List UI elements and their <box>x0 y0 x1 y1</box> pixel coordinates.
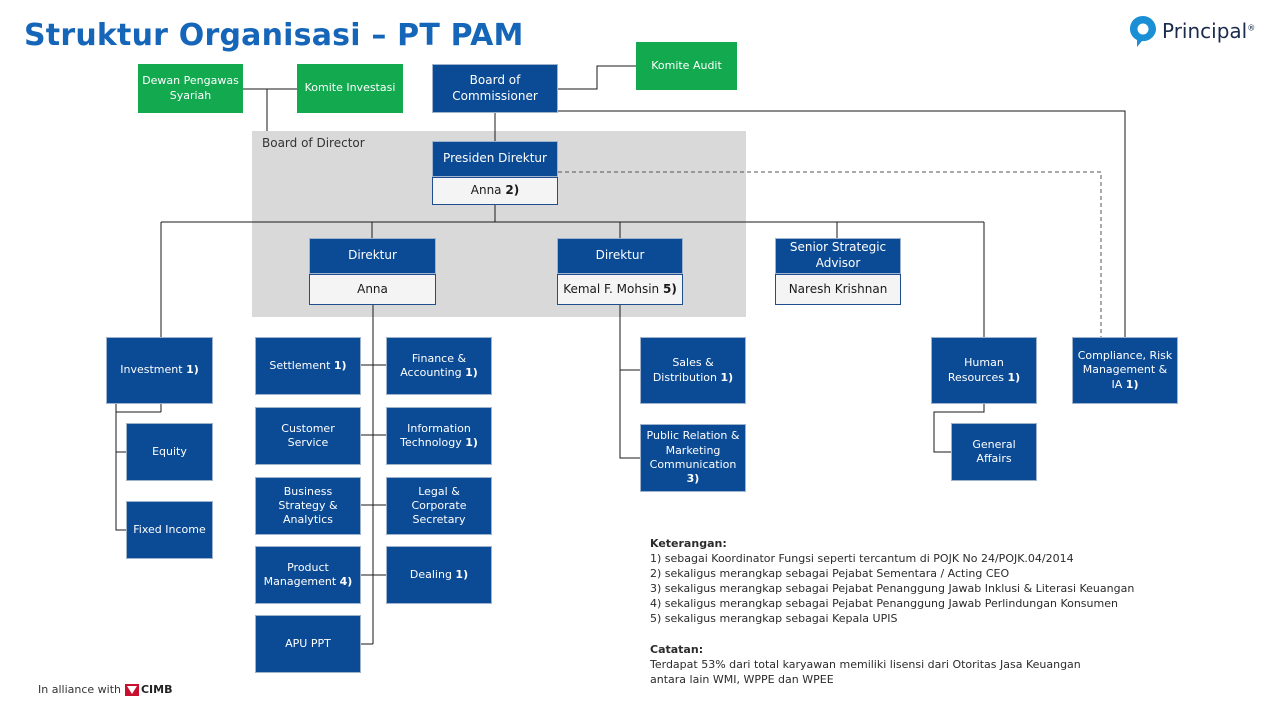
keterangan-item: 3) sekaligus merangkap sebagai Pejabat P… <box>650 582 1135 595</box>
catatan-section: Catatan: Terdapat 53% dari total karyawa… <box>650 642 1081 687</box>
direktur-2-title: Direktur <box>557 238 683 274</box>
legal-corporate-secretary-box: Legal & Corporate Secretary <box>386 477 492 535</box>
keterangan-item: 2) sekaligus merangkap sebagai Pejabat S… <box>650 567 1010 580</box>
finance-accounting-label: Finance & Accounting <box>400 351 467 379</box>
dealing-note: 1) <box>455 567 469 581</box>
public-relation-box: Public Relation & Marketing Communicatio… <box>640 424 746 492</box>
cimb-logo-text: CIMB <box>140 683 173 696</box>
dewan-pengawas-syariah-box: Dewan Pengawas Syariah <box>138 64 243 113</box>
information-technology-label: Information Technology <box>400 421 471 449</box>
keterangan-heading: Keterangan: <box>650 537 727 550</box>
komite-audit-box: Komite Audit <box>636 42 737 90</box>
customer-service-box: Customer Service <box>255 407 361 465</box>
human-resources-label: Human Resources <box>947 356 1004 384</box>
investment-box: Investment 1) <box>106 337 213 404</box>
principal-logo: Principal® <box>1128 14 1255 48</box>
logo-name: Principal <box>1162 19 1248 43</box>
human-resources-note: 1) <box>1007 370 1021 384</box>
direktur-2-name-box: Kemal F. Mohsin 5) <box>557 274 683 305</box>
catatan-line: Terdapat 53% dari total karyawan memilik… <box>650 658 1081 671</box>
settlement-note: 1) <box>333 358 347 372</box>
public-relation-note: 3) <box>686 472 700 486</box>
sales-distribution-note: 1) <box>720 370 734 384</box>
page-title: Struktur Organisasi – PT PAM <box>24 18 524 53</box>
dealing-box: Dealing 1) <box>386 546 492 604</box>
settlement-box: Settlement 1) <box>255 337 361 395</box>
direktur-2-note: 5) <box>662 281 677 296</box>
finance-accounting-box: Finance & Accounting 1) <box>386 337 492 395</box>
keterangan-section: Keterangan: 1) sebagai Koordinator Fungs… <box>650 536 1134 626</box>
presiden-direktur-name-box: Anna 2) <box>432 177 558 205</box>
board-of-commissioner-box: Board of Commissioner <box>432 64 558 113</box>
general-affairs-box: General Affairs <box>951 423 1037 481</box>
product-management-box: Product Management 4) <box>255 546 361 604</box>
logo-registered-mark: ® <box>1247 23 1256 33</box>
sales-distribution-box: Sales & Distribution 1) <box>640 337 746 404</box>
investment-label: Investment <box>120 363 183 377</box>
dealing-label: Dealing <box>409 567 452 581</box>
senior-strategic-advisor-title: Senior Strategic Advisor <box>775 238 901 274</box>
product-management-note: 4) <box>339 575 353 588</box>
catatan-heading: Catatan: <box>650 643 704 656</box>
product-management-label: Product Management <box>263 560 337 588</box>
information-technology-note: 1) <box>465 436 478 449</box>
board-of-director-label: Board of Director <box>262 136 365 150</box>
direktur-1-title: Direktur <box>309 238 436 274</box>
cimb-logo-icon <box>124 683 139 696</box>
finance-accounting-note: 1) <box>465 366 478 379</box>
investment-note: 1) <box>186 363 199 377</box>
komite-investasi-box: Komite Investasi <box>297 64 403 113</box>
alliance-footer: In alliance with CIMB <box>38 683 172 696</box>
business-strategy-box: Business Strategy & Analytics <box>255 477 361 535</box>
compliance-box: Compliance, Risk Management & IA 1) <box>1072 337 1178 404</box>
human-resources-box: Human Resources 1) <box>931 337 1037 404</box>
direktur-1-name: Anna <box>309 274 436 305</box>
principal-logo-icon <box>1130 16 1156 47</box>
keterangan-item: 5) sekaligus merangkap sebagai Kepala UP… <box>650 612 898 625</box>
presiden-direktur-title: Presiden Direktur <box>432 141 558 177</box>
compliance-label: Compliance, Risk Management & IA <box>1077 349 1173 391</box>
apu-ppt-box: APU PPT <box>255 615 361 673</box>
keterangan-item: 4) sekaligus merangkap sebagai Pejabat P… <box>650 597 1118 610</box>
direktur-2-name: Kemal F. Mohsin <box>563 281 660 296</box>
catatan-line: antara lain WMI, WPPE dan WPEE <box>650 673 834 686</box>
public-relation-label: Public Relation & Marketing Communicatio… <box>646 429 740 471</box>
compliance-note: 1) <box>1125 377 1139 391</box>
senior-strategic-advisor-name: Naresh Krishnan <box>775 274 901 305</box>
alliance-text: In alliance with <box>38 683 121 696</box>
presiden-direktur-name: Anna <box>470 183 502 198</box>
presiden-direktur-note: 2) <box>505 183 520 198</box>
settlement-label: Settlement <box>269 358 331 372</box>
equity-box: Equity <box>126 423 213 481</box>
fixed-income-box: Fixed Income <box>126 501 213 559</box>
keterangan-item: 1) sebagai Koordinator Fungsi seperti te… <box>650 552 1074 565</box>
information-technology-box: Information Technology 1) <box>386 407 492 465</box>
sales-distribution-label: Sales & Distribution <box>652 356 717 384</box>
